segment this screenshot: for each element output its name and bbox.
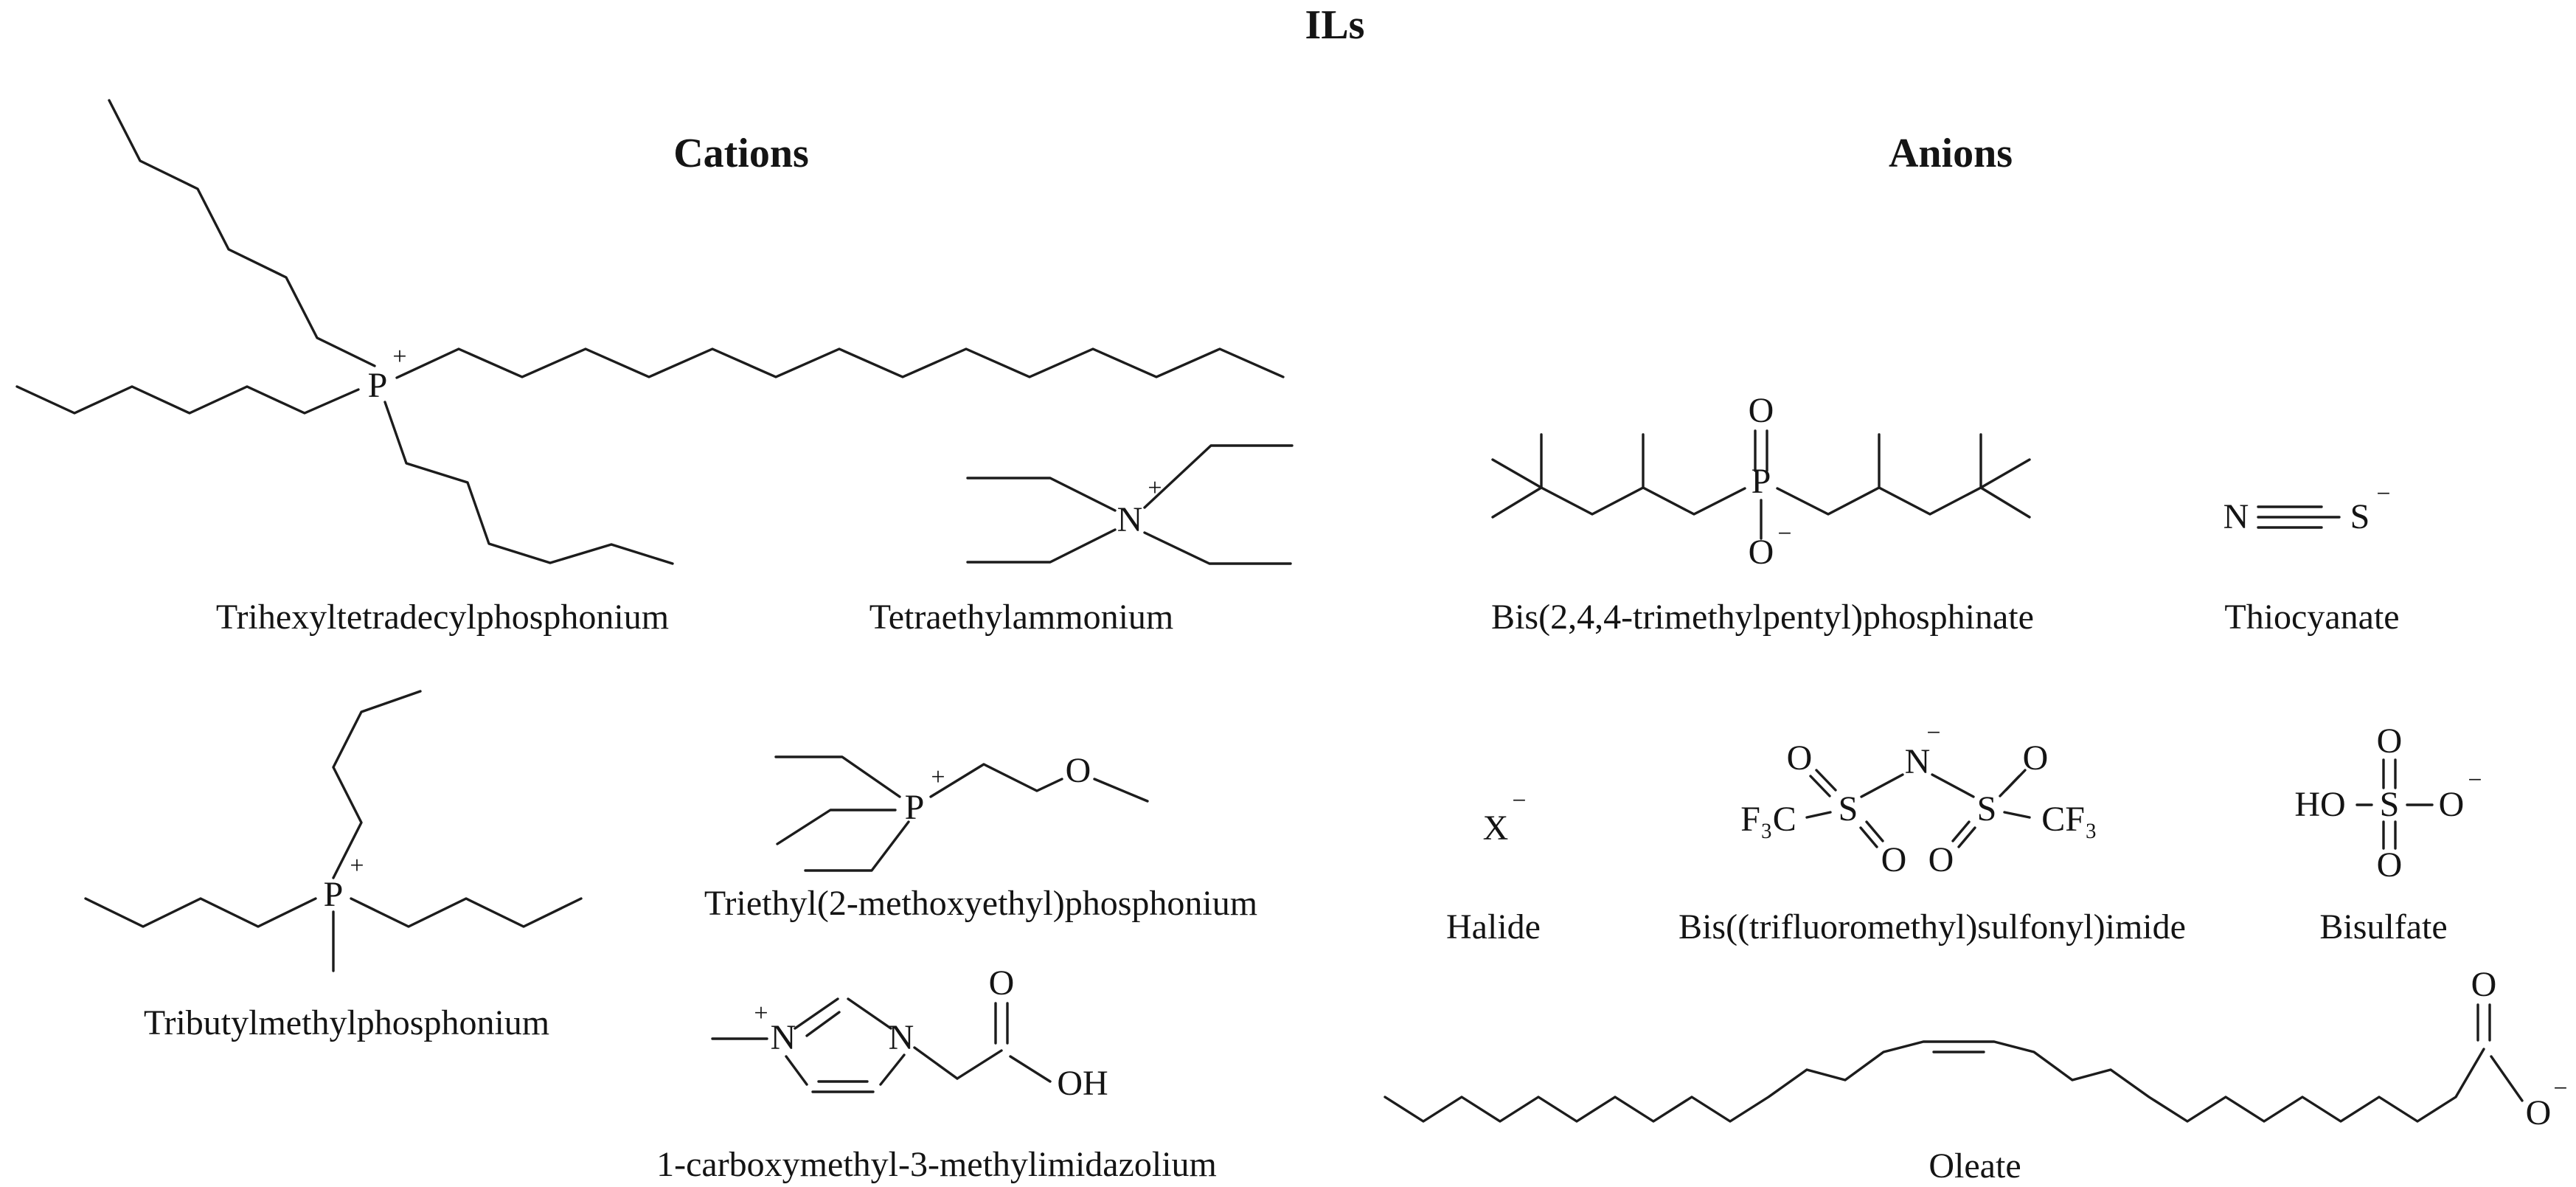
nitrogen-atom: N <box>1117 500 1143 539</box>
molecule-name-label: Tributylmethylphosphonium <box>144 1003 549 1042</box>
phosphorus-atom: P <box>1752 462 1771 501</box>
positive-charge: + <box>1148 474 1162 502</box>
molecule-oleate: O O − Oleate <box>1384 965 2568 1186</box>
positive-charge: + <box>931 764 945 791</box>
molecule-bis-trifluoromethyl-sulfonyl-imide: N − S S O O O O F₃C CF₃ Bis((trifluorome… <box>1678 719 2186 947</box>
negative-charge: − <box>2553 1075 2567 1102</box>
phosphorus-atom: P <box>368 366 388 405</box>
nitrogen-atom: N <box>889 1018 914 1057</box>
phosphorus-atom: P <box>324 875 344 914</box>
halide-atom: X <box>1483 809 1509 848</box>
hydroxyl-group: HO <box>2294 785 2345 824</box>
oxygen-atom: O <box>1881 840 1907 879</box>
oxygen-atom: O <box>1749 391 1774 430</box>
oxygen-atom: O <box>1928 840 1954 879</box>
phosphorus-atom: P <box>905 788 925 827</box>
negative-charge: − <box>1926 719 1940 747</box>
molecule-name-label: Bis(2,4,4-trimethylpentyl)phosphinate <box>1491 598 2034 637</box>
sulfur-atom: S <box>2350 497 2370 536</box>
trifluoromethyl-group: CF₃ <box>2041 800 2097 839</box>
figure-title: ILs <box>1305 2 1365 48</box>
oxygen-atom: O <box>2023 738 2049 778</box>
oxygen-atom: O <box>2526 1093 2552 1132</box>
molecule-triethyl-2-methoxyethyl-phosphonium: P + O Triethyl(2-methoxyethyl)phosphoniu… <box>704 751 1257 923</box>
hydroxyl-group: OH <box>1057 1064 1108 1103</box>
nitrogen-atom: N <box>2223 497 2249 536</box>
molecule-halide: X − Halide <box>1446 787 1541 947</box>
molecule-name-label: Halide <box>1446 907 1541 947</box>
molecule-tetraethylammonium: N + Tetraethylammonium <box>869 444 1294 637</box>
sulfur-atom: S <box>1977 789 1997 828</box>
oxygen-atom: O <box>2377 721 2403 761</box>
molecule-name-label: Tetraethylammonium <box>869 598 1174 637</box>
molecule-trihexyltetradecylphosphonium: P + Trihexyltetradecylphosphonium <box>15 99 1285 637</box>
sulfur-atom: S <box>1839 789 1858 828</box>
molecule-thiocyanate: N S − Thiocyanate <box>2223 480 2400 637</box>
anions-section-header: Anions <box>1889 131 2013 176</box>
oxygen-atom: O <box>1787 738 1813 778</box>
nitrogen-atom: N <box>1905 742 1931 781</box>
positive-charge: + <box>350 852 364 879</box>
molecule-bisulfate: S O O HO O − Bisulfate <box>2294 721 2482 947</box>
oxygen-atom: O <box>2377 845 2403 885</box>
thiocyanate-bonds <box>2257 505 2341 529</box>
carbonyl-oxygen-atom: O <box>2471 965 2497 1004</box>
molecule-name-label: 1-carboxymethyl-3-methylimidazolium <box>656 1145 1217 1184</box>
negative-charge: − <box>2376 480 2390 508</box>
positive-charge: + <box>392 343 406 370</box>
molecule-bis-trimethylpentyl-phosphinate: P O O − Bis(2,4,4-trimethylpentyl)phosph… <box>1491 391 2034 637</box>
negative-charge: − <box>1777 520 1791 547</box>
molecule-name-label: Trihexyltetradecylphosphonium <box>216 598 669 637</box>
negative-charge: − <box>2468 766 2482 794</box>
oxygen-atom: O <box>1749 533 1774 572</box>
molecule-name-label: Triethyl(2-methoxyethyl)phosphonium <box>704 884 1257 923</box>
molecule-name-label: Thiocyanate <box>2224 598 2399 637</box>
negative-charge: − <box>1512 787 1526 814</box>
sulfur-atom: S <box>2380 785 2400 824</box>
positive-charge: + <box>754 1000 768 1027</box>
triethyl-methoxyethyl-phosphonium-bonds <box>774 755 1149 872</box>
molecule-carboxymethyl-methylimidazolium: N + N O OH 1-carboxymethyl-3-methylimida… <box>656 963 1217 1184</box>
molecule-tributylmethylphosphonium: P + Tributylmethylphosphonium <box>84 690 583 1042</box>
trihexyltetradecylphosphonium-bonds <box>15 99 1285 565</box>
nitrogen-atom: N <box>771 1018 796 1057</box>
molecule-name-label: Bis((trifluoromethyl)sulfonyl)imide <box>1678 907 2186 947</box>
tributylmethylphosphonium-bonds <box>84 690 583 972</box>
molecule-name-label: Bisulfate <box>2319 907 2447 947</box>
carbonyl-oxygen-atom: O <box>989 963 1015 1003</box>
imidazolium-ring-bonds <box>711 997 1052 1093</box>
phosphinate-bonds <box>1491 429 2031 540</box>
molecule-name-label: Oleate <box>1928 1146 2021 1186</box>
tetraethylammonium-bonds <box>966 444 1294 565</box>
oxygen-atom: O <box>1066 751 1091 790</box>
bisulfate-bonds <box>2355 758 2434 850</box>
oleate-bonds <box>1384 1003 2524 1123</box>
trifluoromethyl-group: F₃C <box>1740 800 1796 839</box>
cations-section-header: Cations <box>673 131 809 176</box>
oxygen-atom: O <box>2439 785 2465 824</box>
imide-bonds <box>1805 769 2031 848</box>
